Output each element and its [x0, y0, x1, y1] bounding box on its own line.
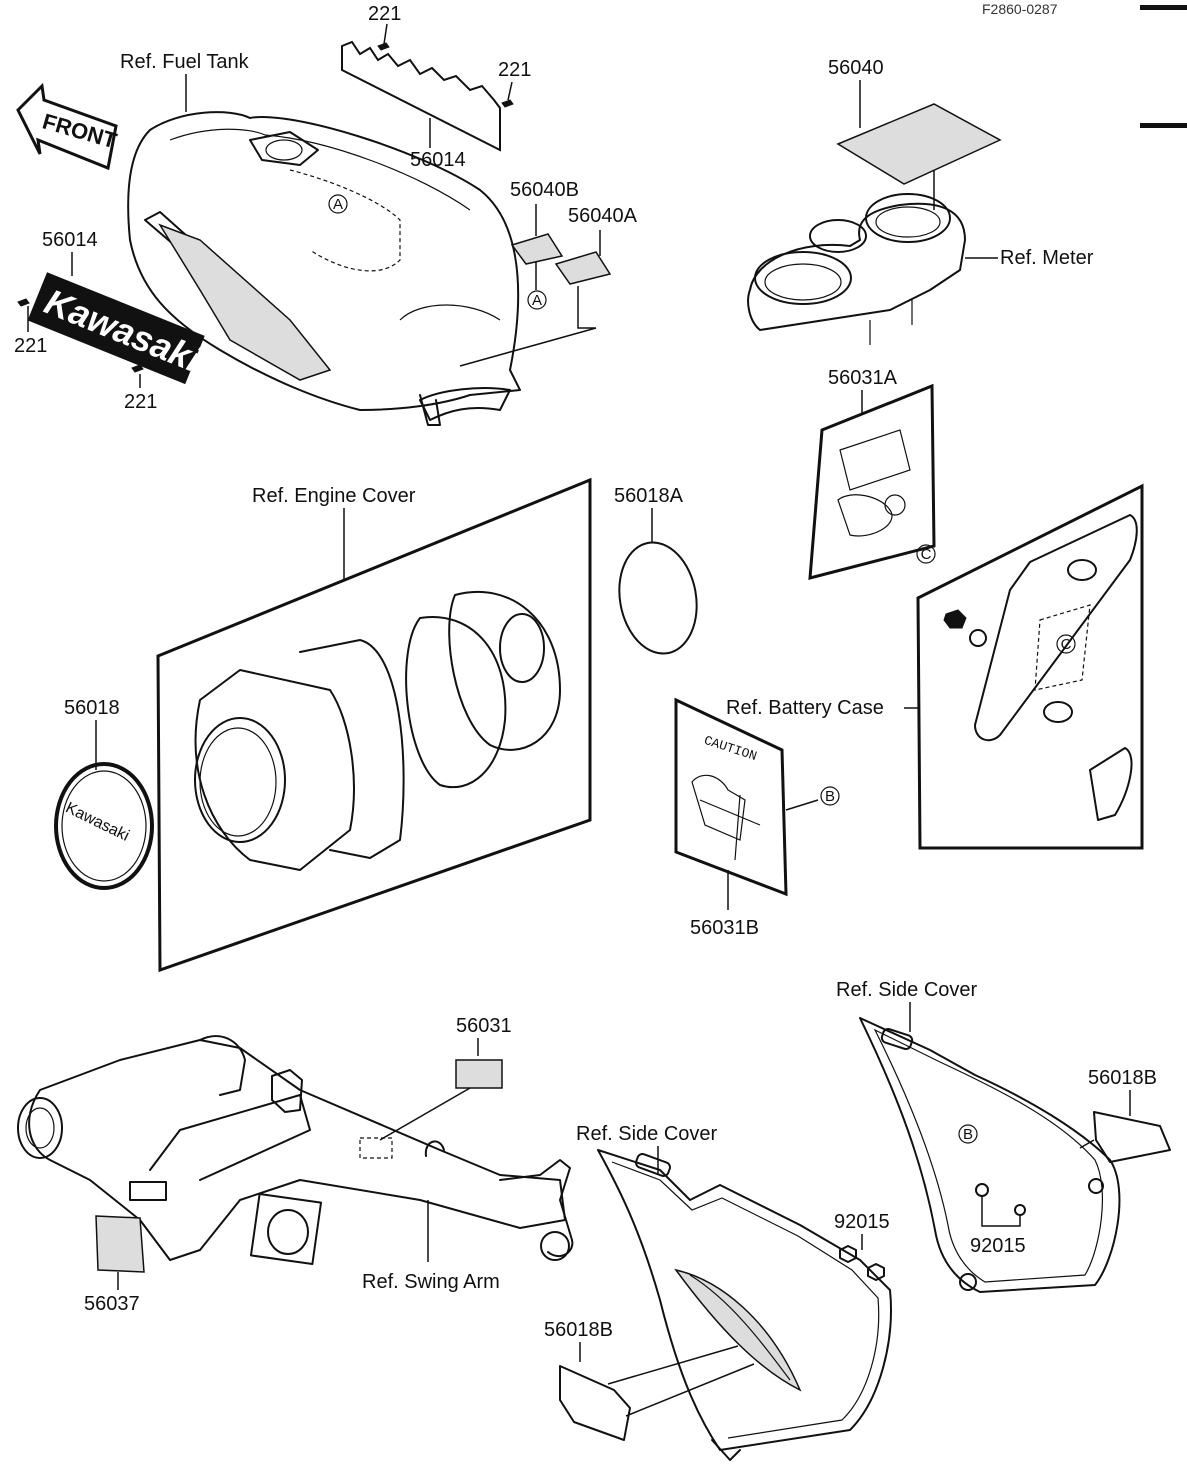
label-56040: 56040	[828, 57, 884, 79]
label-56040B: 56040B	[510, 179, 579, 201]
label-engine-cover: Ref. Engine Cover	[252, 485, 416, 507]
leader-221-right	[507, 81, 513, 101]
label-56018B-left: 56018B	[544, 1319, 613, 1341]
sheet-56031A	[808, 383, 936, 580]
marker-b-caution	[820, 786, 840, 806]
engine-badge-text: Kawasaki	[63, 799, 132, 844]
label-56014-left: 56014	[42, 229, 98, 251]
label-56031A: 56031A	[828, 367, 898, 389]
screw-221-bottom	[131, 364, 144, 373]
label-battery-case: Ref. Battery Case	[726, 697, 884, 719]
marker-c-label	[916, 544, 936, 564]
engine-badge-56018: Kawasaki	[54, 762, 154, 890]
side-cover-right	[859, 1017, 1121, 1293]
swing-arm	[17, 1035, 574, 1266]
label-56018A: 56018A	[614, 485, 684, 507]
fuel-tank	[127, 111, 521, 426]
leader-emblem-left-a	[607, 1345, 739, 1385]
label-221-top: 221	[368, 3, 401, 25]
battery-case-frame	[916, 483, 1144, 850]
label-swing-arm: Ref. Swing Arm	[362, 1271, 500, 1293]
marker-a-sticker-text: A	[532, 292, 542, 309]
label-side-cover-right: Ref. Side Cover	[836, 979, 978, 1001]
label-221-bottom: 221	[124, 391, 157, 413]
label-meter: Ref. Meter	[1000, 247, 1094, 269]
label-92015-left: 92015	[834, 1211, 890, 1233]
marker-c-label-text: C	[921, 546, 932, 563]
label-221-right: 221	[498, 59, 531, 81]
marker-a-sticker	[527, 290, 547, 310]
cover-56018A	[618, 541, 698, 655]
emblem-56018B-right	[1093, 1111, 1171, 1163]
label-56018: 56018	[64, 697, 120, 719]
leader-b-caution	[785, 799, 819, 811]
marker-b-cover-text: B	[963, 1126, 973, 1143]
leader-emblem-left-b	[625, 1363, 755, 1417]
engine-cover-frame	[156, 477, 592, 973]
battery-case	[943, 514, 1138, 821]
sticker-56037	[95, 1215, 145, 1273]
marker-b-cover	[958, 1124, 978, 1144]
screw-221-top	[377, 42, 390, 51]
corner-mark-bottom	[1140, 123, 1187, 128]
screw-221-right	[501, 99, 514, 108]
side-cover-left	[597, 1149, 892, 1461]
label-side-cover-left: Ref. Side Cover	[576, 1123, 718, 1145]
marker-c-case	[1056, 634, 1076, 654]
label-56040A: 56040A	[568, 205, 638, 227]
marker-b-caution-text: B	[825, 788, 835, 805]
emblem-56018B-left	[559, 1365, 631, 1441]
leader-221-top	[383, 23, 388, 45]
label-56037: 56037	[84, 1293, 140, 1315]
label-fuel-tank: Ref. Fuel Tank	[120, 51, 250, 73]
screw-221-left	[17, 298, 30, 307]
label-56031B: 56031B	[690, 917, 759, 939]
diagram-code: F2860-0287	[982, 1, 1058, 17]
sticker-56040B	[510, 233, 564, 265]
marker-a-tank	[328, 194, 348, 214]
leader-emblem-right	[1079, 1139, 1095, 1149]
front-arrow: FRONT	[16, 82, 120, 171]
sticker-56040A	[554, 251, 612, 285]
tank-emblem-kawasaki: Kawasaki	[27, 272, 208, 385]
sticker-56031	[455, 1059, 503, 1089]
leader-sticker-to-tank	[459, 286, 597, 367]
sheet-56040	[836, 103, 1002, 185]
label-221-left: 221	[14, 335, 47, 357]
marker-c-case-text: C	[1061, 636, 1072, 653]
nut-92015-a	[839, 1245, 857, 1263]
marker-a-tank-text: A	[333, 196, 343, 213]
caution-label-56031B: CAUTION	[674, 697, 788, 897]
label-56031: 56031	[456, 1015, 512, 1037]
meter-housing	[747, 193, 966, 345]
engine-cover	[194, 590, 561, 871]
leader-92015-right	[981, 1196, 1021, 1227]
leader-56031-to-arm	[379, 1087, 471, 1141]
label-56014-top: 56014	[410, 149, 466, 171]
corner-mark-top	[1140, 5, 1187, 10]
label-56018B-right: 56018B	[1088, 1067, 1157, 1089]
emblem-strip-56014	[341, 40, 501, 152]
label-92015-right: 92015	[970, 1235, 1026, 1257]
nut-92015-b	[867, 1263, 885, 1281]
